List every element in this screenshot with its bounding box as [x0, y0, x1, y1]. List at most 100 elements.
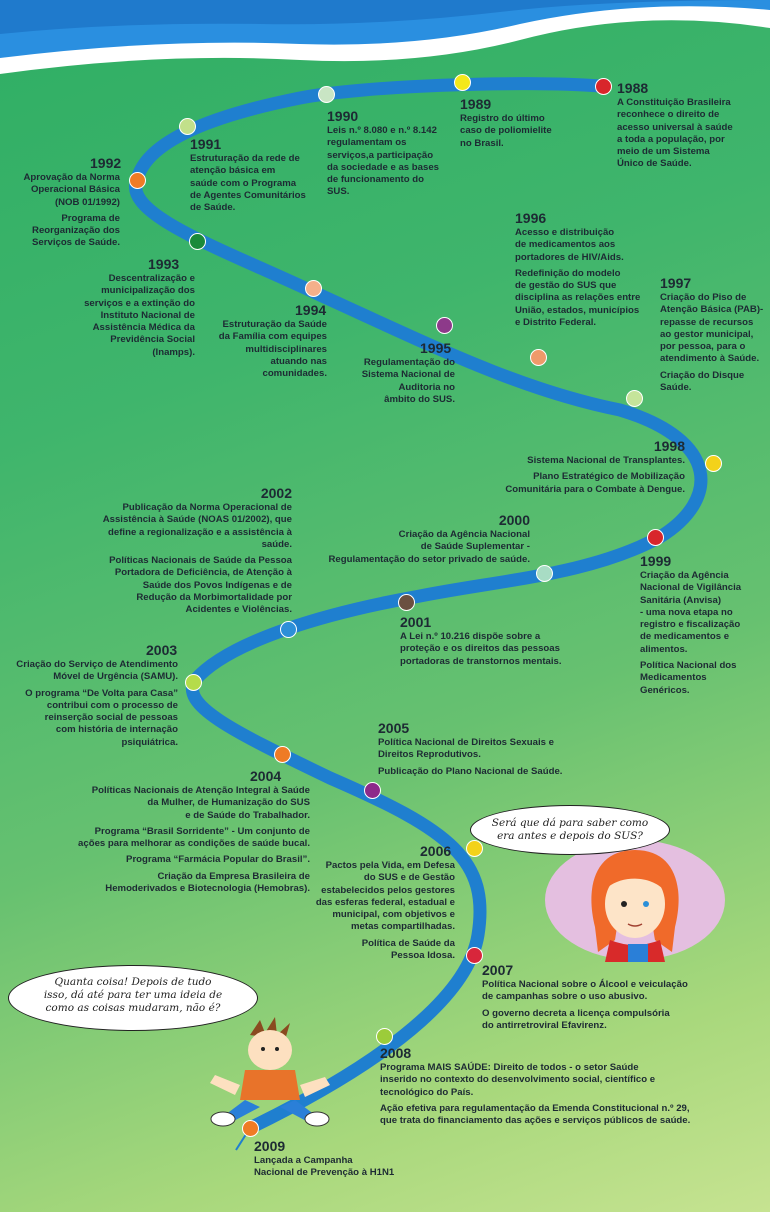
event-year: 2008 — [380, 1045, 412, 1061]
event-text: Criação da Agência Nacional de Saúde Sup… — [328, 529, 530, 565]
event-year: 2000 — [498, 512, 530, 528]
event-year: 1989 — [460, 96, 492, 112]
boy-speech-bubble: Quanta coisa! Depois de tudo isso, dá at… — [8, 965, 258, 1031]
timeline-dot — [280, 621, 297, 638]
event-text: Criação do Disque Saúde. — [660, 369, 745, 394]
timeline-dot — [274, 746, 291, 763]
header-wave — [0, 0, 770, 74]
event-text: Programa “Farmácia Popular do Brasil”. — [126, 854, 310, 866]
event-year: 2009 — [254, 1138, 286, 1154]
timeline-dot — [185, 674, 202, 691]
event-year: 2007 — [482, 962, 514, 978]
timeline-dot — [466, 947, 483, 964]
timeline-dot — [376, 1028, 393, 1045]
event-year: 1992 — [90, 155, 122, 171]
event-text: A Constituição Brasileira reconhece o di… — [617, 97, 733, 170]
event-year: 2003 — [146, 642, 178, 658]
event-year: 1999 — [640, 553, 672, 569]
event-text: Programa de Reorganização dos Serviços d… — [32, 212, 120, 249]
timeline-dot — [595, 78, 612, 95]
event-text: Acesso e distribuição de medicamentos ao… — [515, 227, 624, 263]
event-text: Política Nacional de Direitos Sexuais e … — [378, 737, 554, 761]
timeline-dot — [318, 86, 335, 103]
event-year: 2006 — [420, 843, 452, 859]
event-text: Publicação da Norma Operacional de Assis… — [102, 502, 292, 550]
event-year: 1991 — [190, 136, 222, 152]
timeline-dot — [189, 233, 206, 250]
event-year: 1998 — [653, 438, 685, 454]
event-text: Leis n.º 8.080 e n.º 8.142 regulamentam … — [327, 125, 439, 198]
timeline-dot — [466, 840, 483, 857]
event-text: Criação da Agência Nacional de Vigilânci… — [640, 570, 742, 655]
event-text: Políticas Nacionais de Atenção Integral … — [91, 785, 310, 821]
event-text: Plano Estratégico de Mobilização Comunit… — [505, 471, 685, 495]
event-year: 1994 — [295, 302, 327, 318]
event-year: 1988 — [617, 80, 649, 96]
event-text: Estruturação da Saúde da Família com equ… — [218, 319, 327, 380]
event-text: O governo decreta a licença compulsória … — [482, 1007, 670, 1031]
timeline-dot — [705, 455, 722, 472]
event-text: Estruturação da rede de atenção básica e… — [190, 153, 306, 214]
timeline-dot — [436, 317, 453, 334]
timeline-dot — [530, 349, 547, 366]
event-year: 1995 — [420, 340, 452, 356]
event-text: Política Nacional dos Medicamentos Genér… — [640, 660, 737, 696]
event-text: O programa “De Volta para Casa” contribu… — [25, 687, 178, 748]
event-text: Criação do Serviço de Atendimento Móvel … — [16, 659, 178, 683]
timeline-dot — [179, 118, 196, 135]
event-text: Programa “Brasil Sorridente” - Um conjun… — [78, 825, 310, 850]
event-year: 2004 — [250, 768, 282, 784]
event-text: Regulamentação do Sistema Nacional de Au… — [361, 357, 455, 405]
timeline-dot — [398, 594, 415, 611]
timeline-dot — [536, 565, 553, 582]
event-year: 2002 — [260, 485, 292, 501]
event-text: Pactos pela Vida, em Defesa do SUS e de … — [315, 860, 455, 933]
event-text: A Lei n.º 10.216 dispõe sobre a proteção… — [400, 631, 562, 667]
event-text: Publicação do Plano Nacional de Saúde. — [378, 765, 563, 777]
event-year: 2005 — [378, 720, 410, 736]
event-text: Redefinição do modelo de gestão do SUS q… — [515, 267, 641, 329]
event-text: Descentralização e municipalização dos s… — [84, 273, 195, 358]
girl-speech-bubble: Será que dá para saber como era antes e … — [470, 805, 670, 855]
event-text: Criação da Empresa Brasileira de Hemoder… — [105, 870, 310, 895]
timeline-dot — [454, 74, 471, 91]
timeline-dot — [129, 172, 146, 189]
event-text: Políticas Nacionais de Saúde da Pessoa P… — [109, 555, 292, 616]
timeline-dot — [647, 529, 664, 546]
timeline-dot — [242, 1120, 259, 1137]
event-year: 2001 — [400, 614, 432, 630]
timeline-dot — [626, 390, 643, 407]
event-text: Aprovação da Norma Operacional Básica (N… — [23, 172, 121, 208]
event-text: Sistema Nacional de Transplantes. — [527, 455, 685, 466]
timeline-dot — [364, 782, 381, 799]
event-year: 1996 — [515, 210, 547, 226]
event-year: 1993 — [148, 256, 180, 272]
timeline-dot — [305, 280, 322, 297]
event-text: Política de Saúde da Pessoa Idosa. — [361, 937, 455, 962]
event-text: Lançada a Campanha Nacional de Prevenção… — [254, 1155, 395, 1179]
event-year: 1990 — [327, 108, 359, 124]
event-text: Ação efetiva para regulamentação da Emen… — [380, 1102, 691, 1127]
